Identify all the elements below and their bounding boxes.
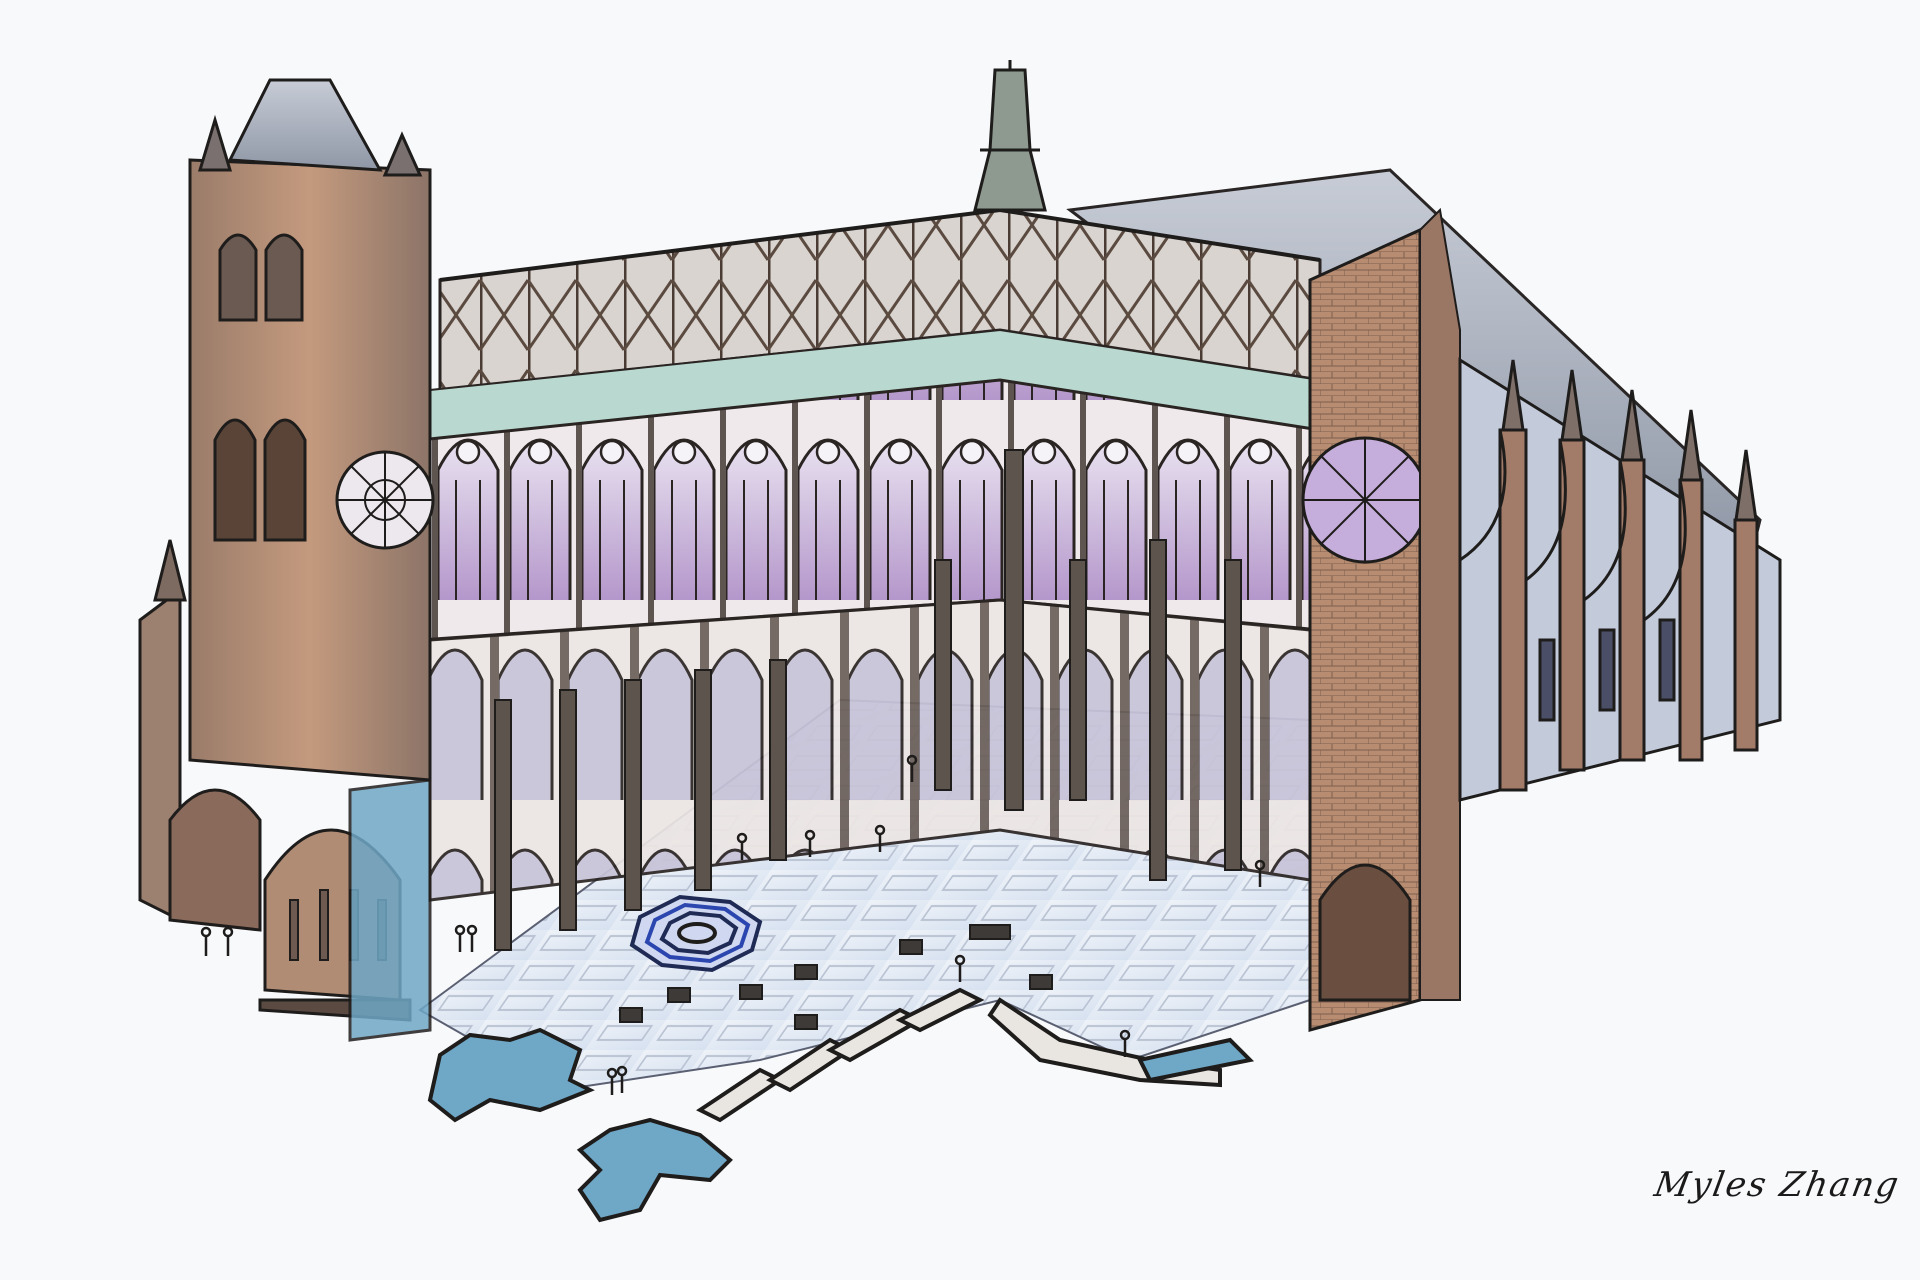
columns [494, 449, 1242, 951]
west-towers [188, 78, 435, 782]
foundation-plinths [427, 987, 1255, 1223]
floor-labyrinth [629, 894, 763, 973]
artist-signature: Myles Zhang [1651, 1165, 1904, 1205]
pews [619, 924, 1053, 1030]
south-transept [1301, 207, 1461, 1032]
west-portals [138, 539, 432, 1042]
tower-roof [227, 78, 383, 172]
crossing-spire [973, 60, 1047, 212]
transept-portal [1318, 863, 1412, 1002]
flying-buttresses [1458, 357, 1782, 802]
human-figures [200, 754, 1266, 1095]
